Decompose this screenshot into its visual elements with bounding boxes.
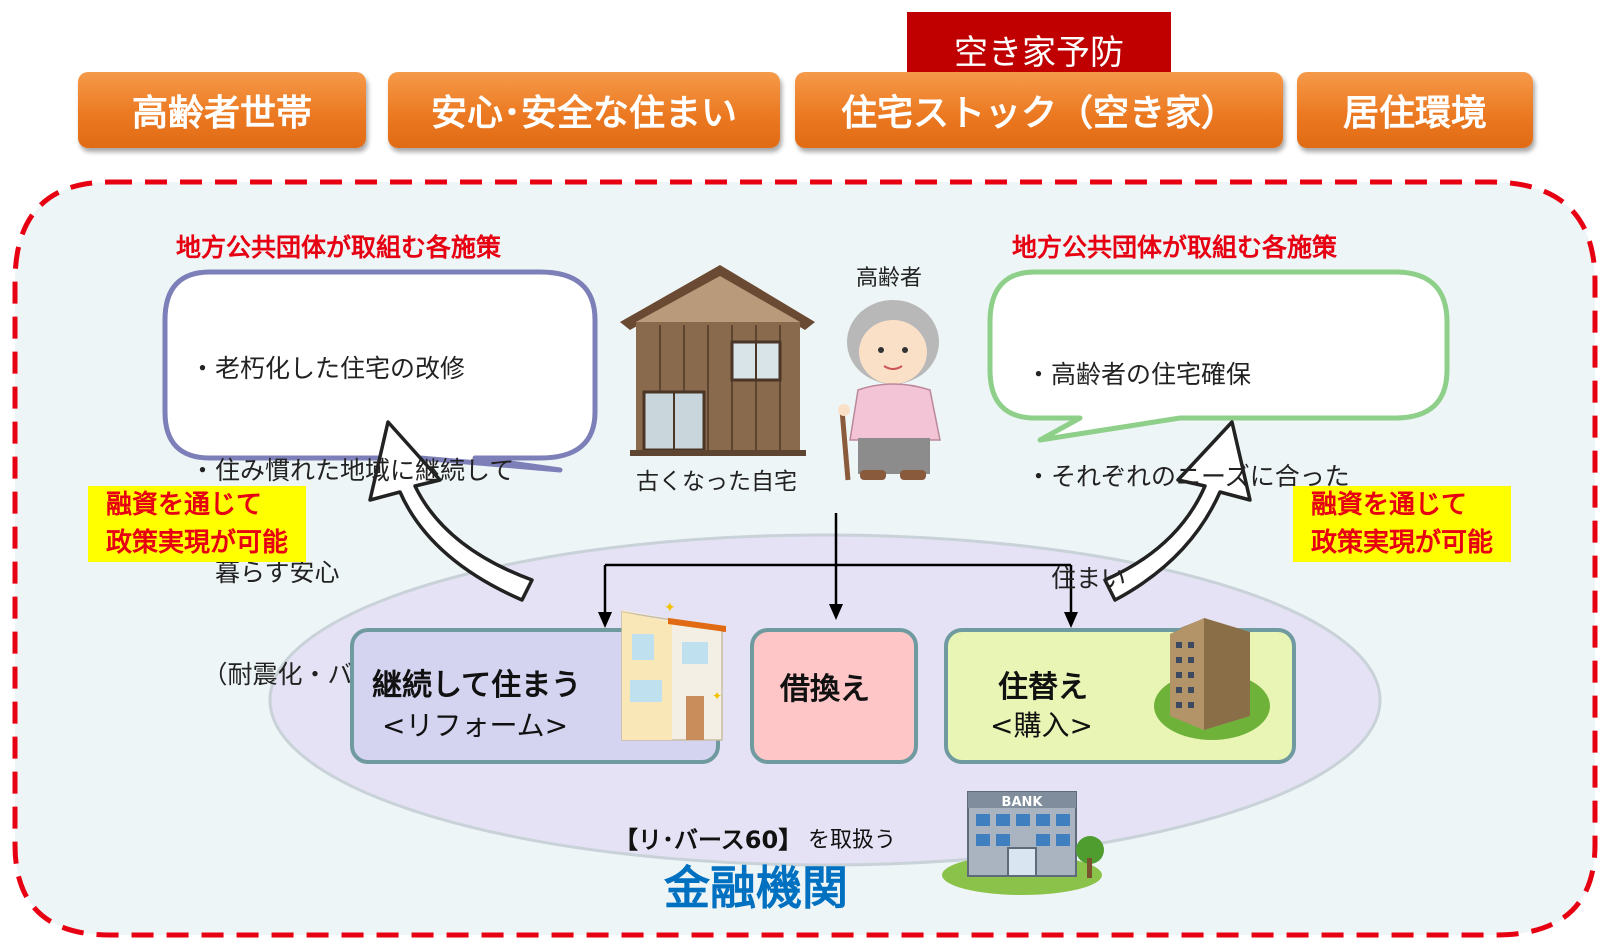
handling-label: を取扱う <box>808 828 897 853</box>
right-policy-line: ・高齢者の住宅確保 <box>1026 360 1252 389</box>
bank-building-illustration <box>942 791 1104 895</box>
relocate-subtitle: <購入> <box>990 709 1093 742</box>
financing-line: 政策実現が可能 <box>106 528 289 558</box>
tab-label: 住宅ストック（空き家） <box>840 93 1237 134</box>
tab-housing-stock: 住宅ストック（空き家） <box>795 72 1283 148</box>
tab-living-environment: 居住環境 <box>1297 72 1533 148</box>
refinance-option-box <box>750 628 918 764</box>
left-policy-line: ・老朽化した住宅の改修 <box>190 354 466 383</box>
refinance-title: 借換え <box>780 672 870 707</box>
tab-label: 居住環境 <box>1342 93 1487 134</box>
old-house-illustration <box>620 265 815 456</box>
right-policy-list: ・高齢者の住宅確保 ・それぞれのニーズに合った 住まい <box>1026 290 1350 630</box>
financing-line: 政策実現が可能 <box>1311 528 1494 558</box>
left-policy-line: 暮らす安心 <box>190 558 340 587</box>
left-policy-line: ・住み慣れた地域に継続して <box>190 456 515 485</box>
financial-institution-label: 金融機関 <box>664 861 848 915</box>
flow-connectors <box>603 513 1073 618</box>
tab-safe-housing: 安心･安全な住まい <box>388 72 780 148</box>
left-speech-bubble <box>162 269 598 473</box>
left-policy-title: 地方公共団体が取組む各施策 <box>176 233 502 262</box>
elderly-label: 高齢者 <box>856 266 923 291</box>
reform-title: 継続して住まう <box>372 668 582 703</box>
reform-subtitle: <リフォーム> <box>382 709 569 742</box>
financing-line: 融資を通じて <box>106 490 263 520</box>
relocate-title: 住替え <box>998 670 1088 705</box>
left-curved-arrow <box>368 420 534 602</box>
tab-label: 安心･安全な住まい <box>430 93 737 134</box>
old-house-label: 古くなった自宅 <box>636 469 797 495</box>
right-policy-title: 地方公共団体が取組む各施策 <box>1012 233 1338 262</box>
arrow-heads <box>598 604 1078 628</box>
right-curved-arrow <box>1103 420 1252 602</box>
bank-sign: BANK <box>1002 795 1044 810</box>
elderly-person-illustration <box>838 300 941 481</box>
right-speech-bubble <box>987 269 1450 443</box>
right-policy-line: 住まい <box>1026 564 1127 593</box>
reverse60-logo: 【リ･バース60】 <box>614 826 803 854</box>
financing-line: 融資を通じて <box>1311 490 1468 520</box>
financing-note-right: 融資を通じて 政策実現が可能 <box>1293 486 1512 562</box>
financing-note-left: 融資を通じて 政策実現が可能 <box>88 486 307 562</box>
tab-elderly-households: 高齢者世帯 <box>78 72 366 148</box>
tab-label: 高齢者世帯 <box>131 93 312 134</box>
